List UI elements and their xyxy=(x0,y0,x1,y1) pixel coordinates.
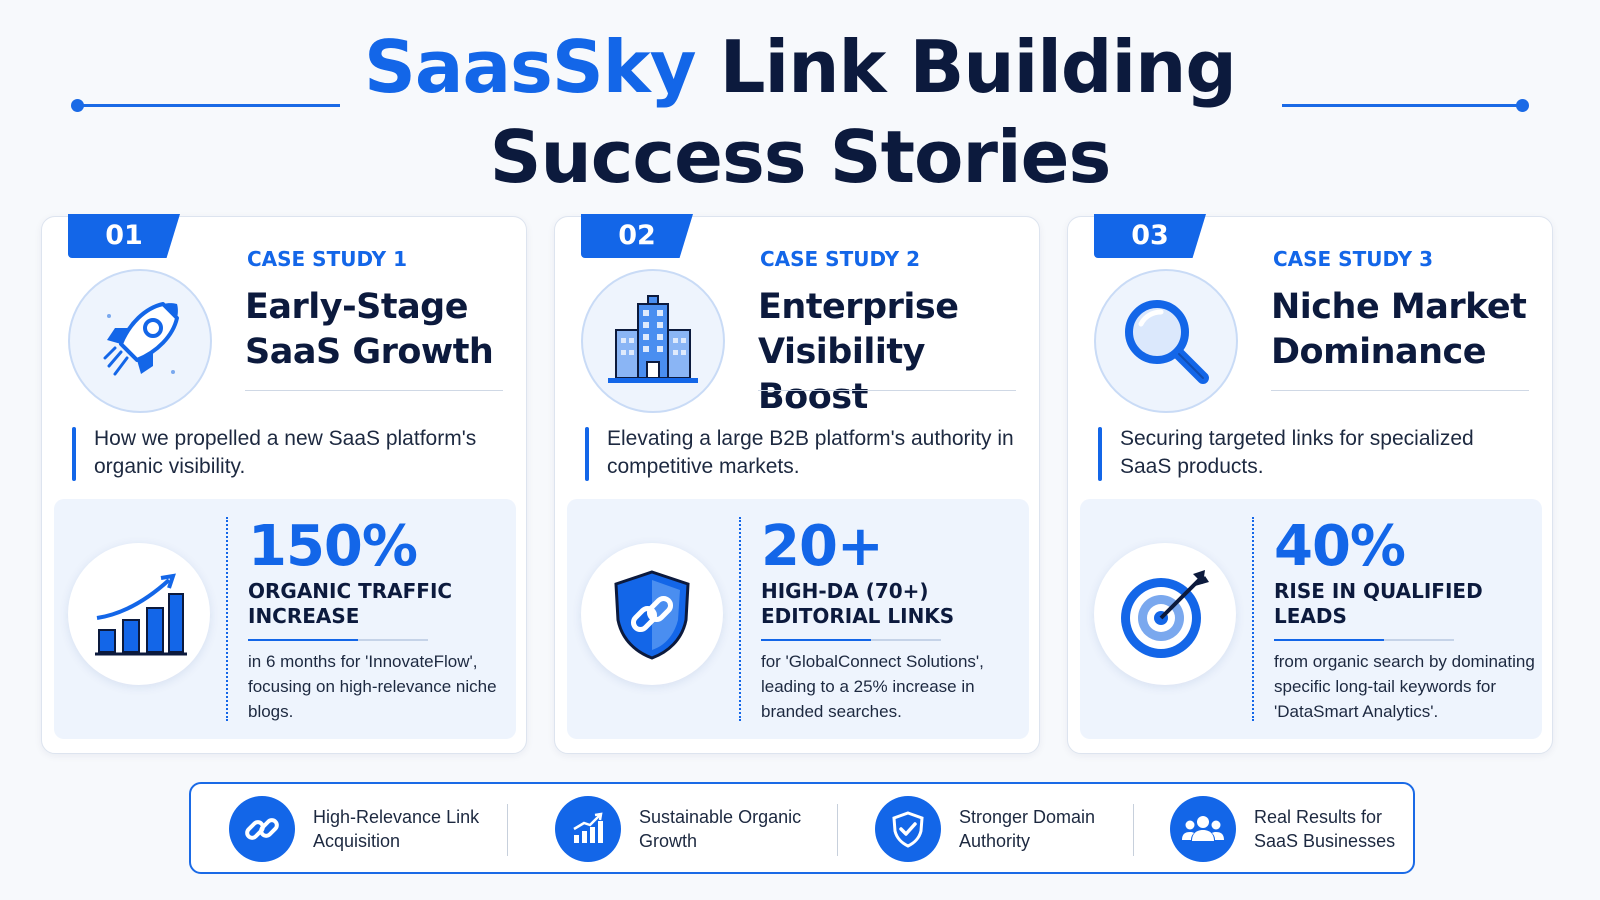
case-study-card-1: 01 CASE STUDY 1 Early-Stage SaaS Growth … xyxy=(41,214,527,754)
stat-label: HIGH-DA (70+) EDITORIAL LINKS xyxy=(761,579,955,628)
feature-item: Stronger Domain Authority xyxy=(875,796,1129,862)
feature-label: Real Results for SaaS Businesses xyxy=(1254,807,1396,851)
stat-panel: 150% ORGANIC TRAFFIC INCREASE in 6 month… xyxy=(54,499,516,739)
title-second-line: Success Stories xyxy=(489,115,1112,199)
rocket-icon xyxy=(68,269,212,413)
description-accent-bar xyxy=(585,427,589,481)
title-divider xyxy=(758,390,1016,391)
stat-rule xyxy=(248,639,428,641)
page-title: SaasSky Link Building Success Stories xyxy=(0,22,1600,202)
stat-detail: in 6 months for 'InnovateFlow', focusing… xyxy=(248,652,497,721)
case-label: CASE STUDY 2 xyxy=(760,247,920,271)
case-description: Securing targeted links for specialized … xyxy=(1120,427,1474,478)
people-icon xyxy=(1170,796,1236,862)
case-number-badge: 02 xyxy=(581,214,693,258)
stat-divider xyxy=(739,517,741,721)
stat-panel: 20+ HIGH-DA (70+) EDITORIAL LINKS for 'G… xyxy=(567,499,1029,739)
feature-separator xyxy=(837,804,838,856)
title-divider xyxy=(245,390,503,391)
stat-value: 150% xyxy=(248,514,418,579)
shield-link-icon xyxy=(581,543,723,685)
feature-label: Stronger Domain Authority xyxy=(959,807,1096,851)
magnifier-icon xyxy=(1094,269,1238,413)
office-building-icon xyxy=(581,269,725,413)
stat-panel: 40% RISE IN QUALIFIED LEADS from organic… xyxy=(1080,499,1542,739)
feature-separator xyxy=(1133,804,1134,856)
stat-label: ORGANIC TRAFFIC INCREASE xyxy=(248,579,453,628)
case-description: How we propelled a new SaaS platform's o… xyxy=(94,427,477,478)
stat-rule xyxy=(1274,639,1454,641)
case-study-card-2: 02 CASE STUDY 2 Enterprise Visibility Bo… xyxy=(554,214,1040,754)
case-number-badge: 03 xyxy=(1094,214,1206,258)
title-decoration-right-dot xyxy=(1516,99,1529,112)
stat-detail: for 'GlobalConnect Solutions', leading t… xyxy=(761,652,984,721)
title-brand: SaasSky xyxy=(364,25,697,109)
stat-divider xyxy=(1252,517,1254,721)
feature-label: Sustainable Organic Growth xyxy=(639,807,802,851)
case-label: CASE STUDY 3 xyxy=(1273,247,1433,271)
shield-check-icon xyxy=(875,796,941,862)
stat-detail: from organic search by dominating specif… xyxy=(1274,652,1535,721)
case-title: Early-Stage SaaS Growth xyxy=(245,287,494,372)
case-title: Niche Market Dominance xyxy=(1271,287,1527,372)
case-number-badge: 01 xyxy=(68,214,180,258)
case-title: Enterprise Visibility Boost xyxy=(758,287,959,417)
feature-label: High-Relevance Link Acquisition xyxy=(313,807,480,851)
description-accent-bar xyxy=(1098,427,1102,481)
case-label: CASE STUDY 1 xyxy=(247,247,407,271)
title-decoration-left-dot xyxy=(71,99,84,112)
stat-rule xyxy=(761,639,941,641)
case-description: Elevating a large B2B platform's authori… xyxy=(607,427,1014,478)
link-icon xyxy=(229,796,295,862)
stat-label: RISE IN QUALIFIED LEADS xyxy=(1274,579,1483,628)
feature-item: Sustainable Organic Growth xyxy=(555,796,809,862)
feature-item: Real Results for SaaS Businesses xyxy=(1170,796,1424,862)
features-bar: High-Relevance Link Acquisition Sustaina… xyxy=(189,782,1415,874)
bar-growth-icon xyxy=(555,796,621,862)
title-decoration-right-line xyxy=(1282,104,1522,107)
title-decoration-left-line xyxy=(78,104,340,107)
stat-value: 20+ xyxy=(761,514,884,579)
feature-item: High-Relevance Link Acquisition xyxy=(229,796,483,862)
case-study-card-3: 03 CASE STUDY 3 Niche Market Dominance S… xyxy=(1067,214,1553,754)
growth-chart-icon xyxy=(68,543,210,685)
target-arrow-icon xyxy=(1094,543,1236,685)
title-first-line: Link Building xyxy=(719,25,1237,109)
stat-value: 40% xyxy=(1274,514,1406,579)
description-accent-bar xyxy=(72,427,76,481)
feature-separator xyxy=(507,804,508,856)
stat-divider xyxy=(226,517,228,721)
title-divider xyxy=(1271,390,1529,391)
